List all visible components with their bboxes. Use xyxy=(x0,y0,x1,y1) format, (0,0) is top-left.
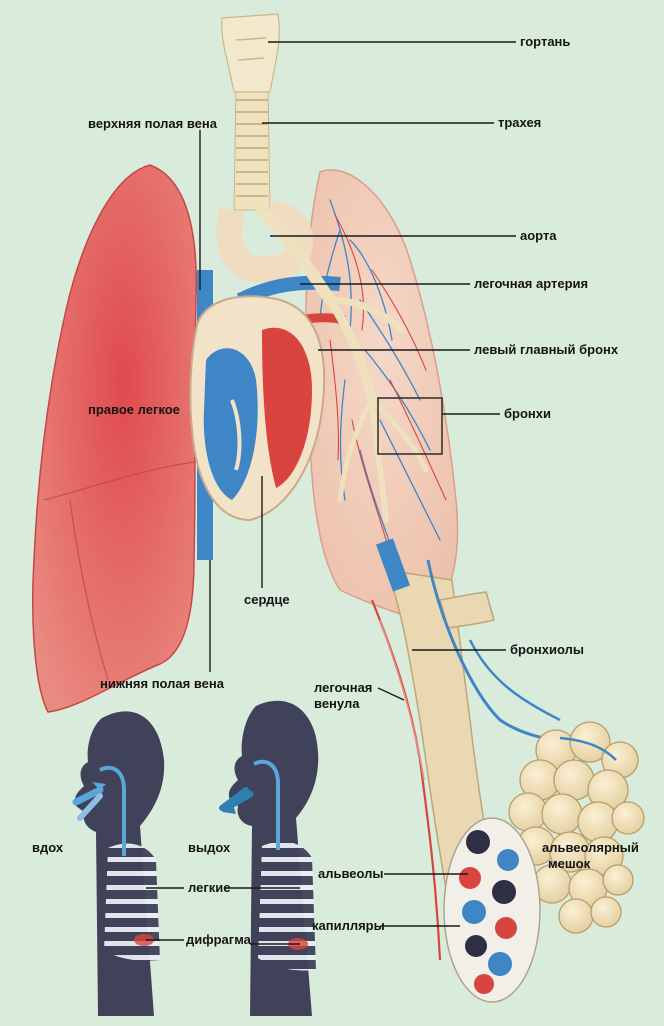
label-superior-vena-cava: верхняя полая вена xyxy=(88,116,218,131)
label-aorta: аорта xyxy=(520,228,557,243)
exhale-figure xyxy=(222,701,318,1016)
label-exhale: выдох xyxy=(188,840,231,855)
alveoli-cluster xyxy=(444,818,540,1002)
label-diaphragm: дифрагма xyxy=(186,932,252,947)
label-inferior-vena-cava: нижняя полая вена xyxy=(100,676,225,691)
label-bronchi: бронхи xyxy=(504,406,551,421)
label-pulmonary-venule-line2: венула xyxy=(314,696,360,711)
label-inhale: вдох xyxy=(32,840,64,855)
label-alveolar-sac-line1: альвеолярный xyxy=(542,840,639,855)
label-lungs: легкие xyxy=(188,880,230,895)
label-alveoli: альвеолы xyxy=(318,866,384,881)
label-right-lung: правое легкое xyxy=(88,402,180,417)
label-bronchioles: бронхиолы xyxy=(510,642,584,657)
label-heart: сердце xyxy=(244,592,290,607)
label-trachea: трахея xyxy=(498,115,541,130)
label-larynx: гортань xyxy=(520,34,570,49)
right-lung xyxy=(33,165,197,712)
label-capillaries: капилляры xyxy=(312,918,385,933)
label-alveolar-sac-line2: мешок xyxy=(548,856,591,871)
label-pulmonary-artery: легочная артерия xyxy=(474,276,588,291)
label-left-main-bronchus: левый главный бронх xyxy=(474,342,619,357)
label-pulmonary-venule-line1: легочная xyxy=(314,680,372,695)
larynx xyxy=(222,14,280,92)
inhale-figure xyxy=(75,711,164,1016)
